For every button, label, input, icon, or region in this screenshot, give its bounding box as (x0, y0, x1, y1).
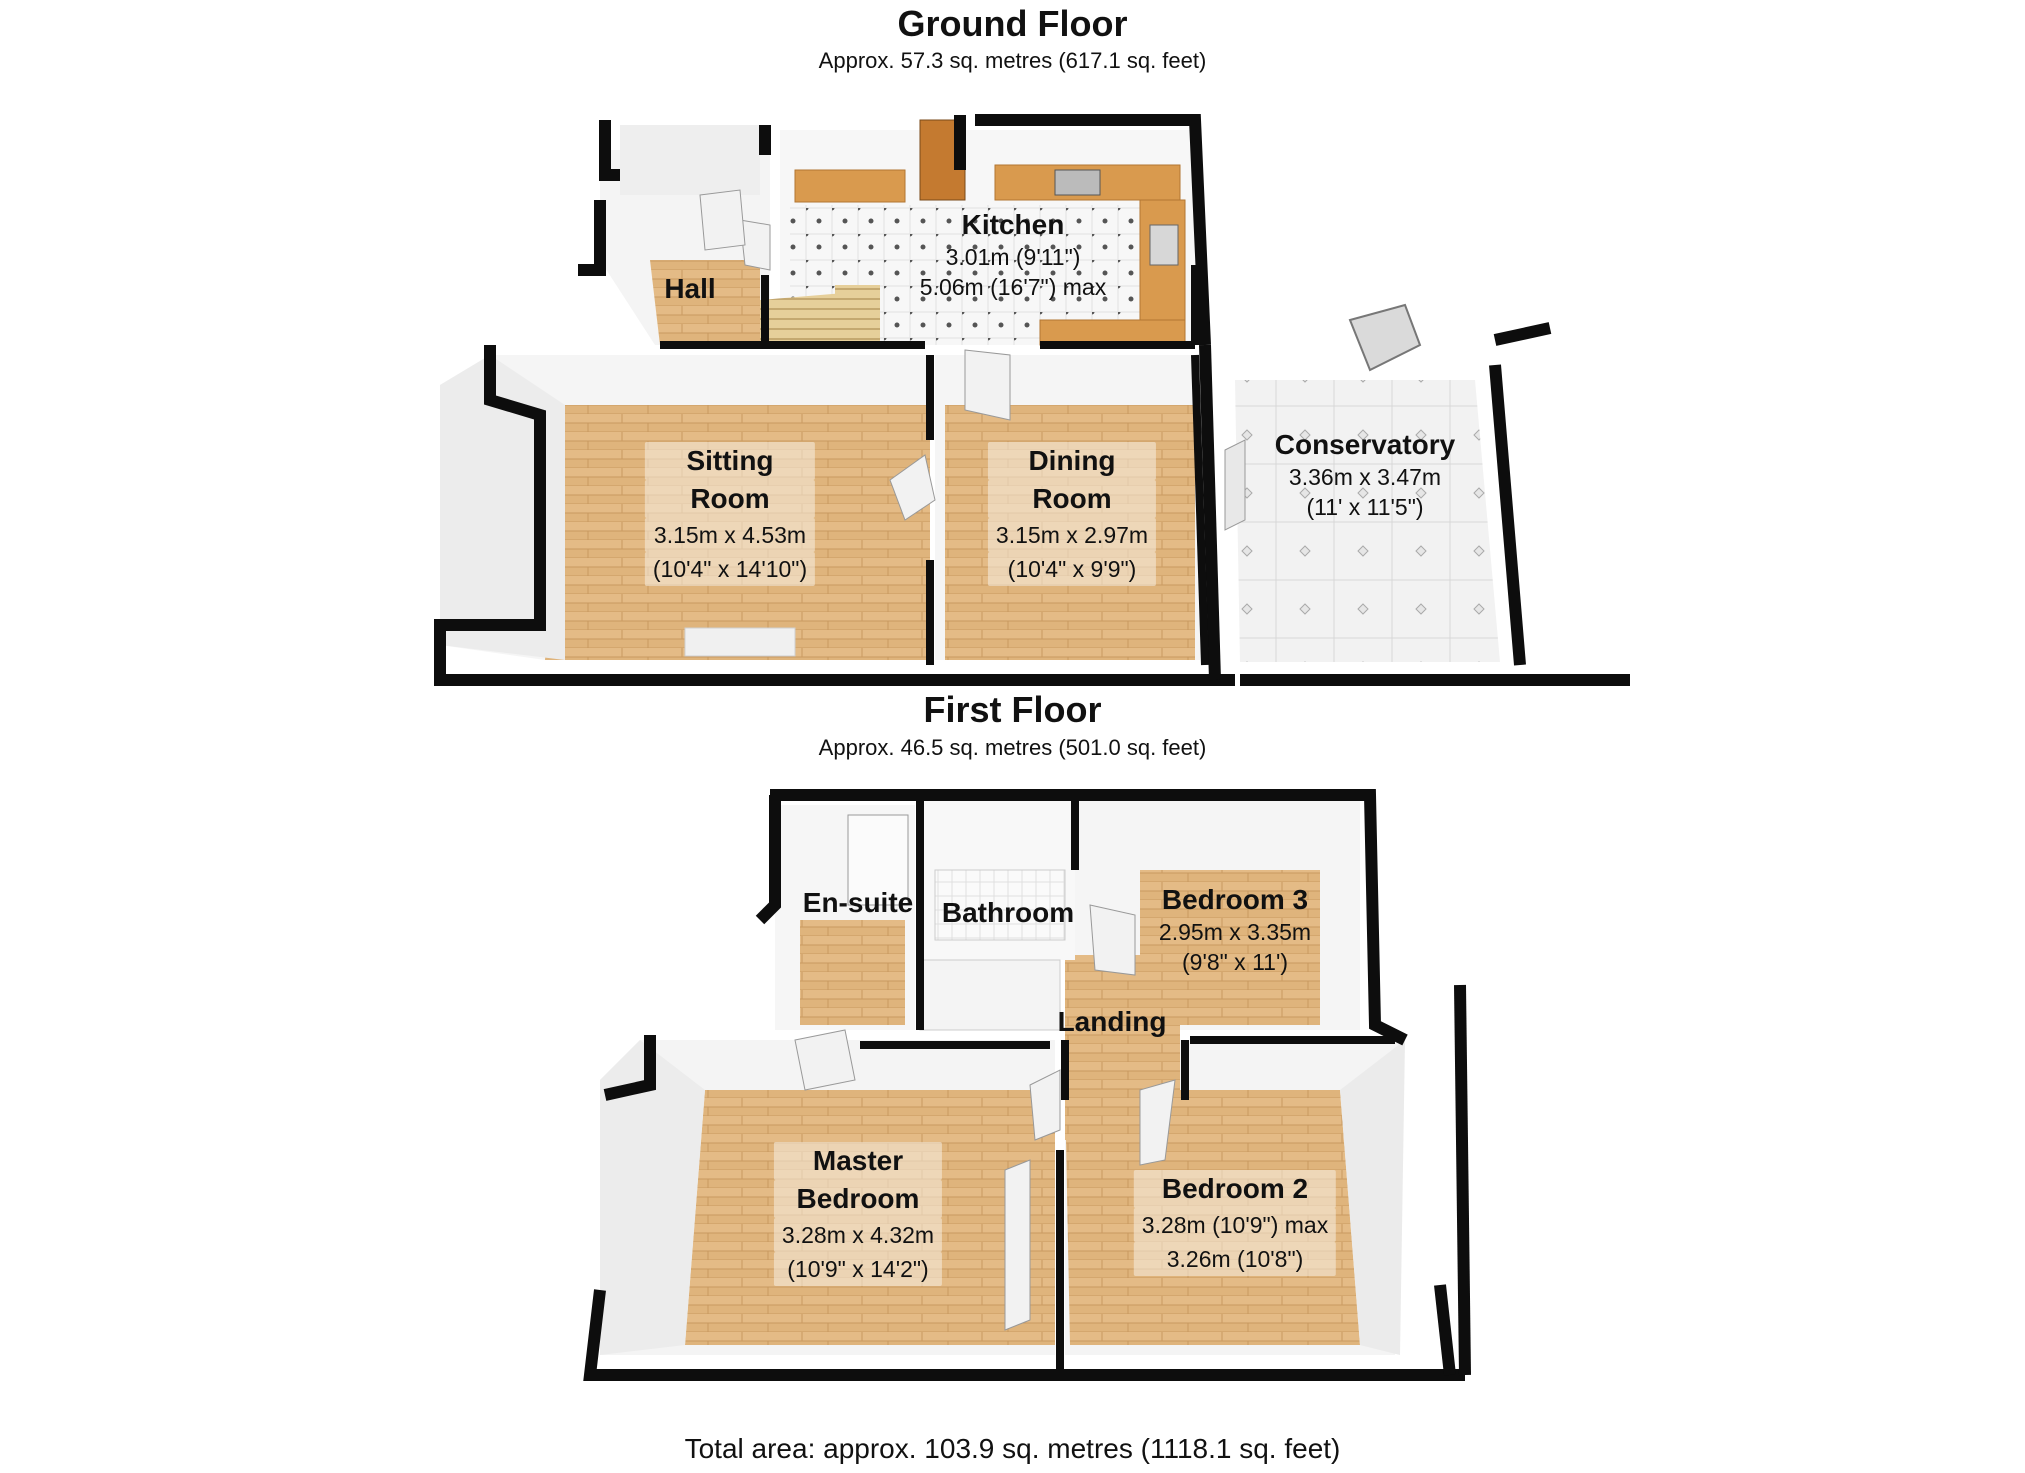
master-bedroom-name-1: Master (773, 1142, 943, 1180)
conservatory-label: Conservatory 3.36m x 3.47m (11' x 11'5") (1275, 428, 1456, 522)
landing-name: Landing (1057, 1006, 1167, 1037)
bedroom-3-dim-1: 2.95m x 3.35m (1158, 919, 1312, 945)
kitchen-name: Kitchen (961, 209, 1065, 240)
bedroom-3-dim-2: (9'8" x 11') (1181, 949, 1289, 975)
total-area: Total area: approx. 103.9 sq. metres (11… (684, 1433, 1341, 1464)
dining-room-name-2: Room (987, 480, 1157, 518)
bedroom-3-name: Bedroom 3 (1161, 884, 1309, 915)
first-floor-area: Approx. 46.5 sq. metres (501.0 sq. feet) (818, 735, 1207, 760)
master-bedroom-dim-1: 3.28m x 4.32m (773, 1218, 943, 1252)
dining-room-label: Dining Room 3.15m x 2.97m (10'4" x 9'9") (987, 442, 1157, 586)
sitting-room-dim-2: (10'4" x 14'10") (644, 552, 816, 586)
en-suite-label: En-suite (803, 886, 913, 920)
hall-label: Hall (664, 272, 715, 306)
master-bedroom-label: Master Bedroom 3.28m x 4.32m (10'9" x 14… (773, 1142, 943, 1286)
bathroom-area (919, 800, 1075, 1031)
bathroom-label: Bathroom (942, 896, 1074, 930)
kitchen-label: Kitchen 3.01m (9'11") 5.06m (16'7") max (920, 208, 1106, 302)
conservatory-dim-2: (11' x 11'5") (1306, 494, 1424, 520)
bedroom-2-name: Bedroom 2 (1133, 1170, 1337, 1208)
first-floor-title: First Floor (923, 689, 1102, 730)
conservatory-dim-1: 3.36m x 3.47m (1288, 464, 1442, 490)
dining-room-dim-2: (10'4" x 9'9") (987, 552, 1157, 586)
conservatory-name: Conservatory (1274, 429, 1456, 460)
bedroom-2-dim-1: 3.28m (10'9") max (1133, 1208, 1337, 1242)
ground-floor-plan (434, 114, 1630, 686)
first-floor-plan (583, 789, 1471, 1381)
dining-room-dim-1: 3.15m x 2.97m (987, 518, 1157, 552)
sitting-room-name-2: Room (644, 480, 816, 518)
bedroom-2-label: Bedroom 2 3.28m (10'9") max 3.26m (10'8"… (1133, 1170, 1337, 1276)
bedroom-2-dim-2: 3.26m (10'8") (1133, 1242, 1337, 1276)
hall-name: Hall (664, 273, 716, 304)
ground-floor-title: Ground Floor (897, 3, 1128, 44)
kitchen-dim-1: 3.01m (9'11") (945, 244, 1081, 270)
master-bedroom-name-2: Bedroom (773, 1180, 943, 1218)
ground-floor-doors (699, 189, 1246, 531)
sitting-room-label: Sitting Room 3.15m x 4.53m (10'4" x 14'1… (644, 442, 816, 586)
sitting-room-dim-1: 3.15m x 4.53m (644, 518, 816, 552)
bedroom-3-label: Bedroom 3 2.95m x 3.35m (9'8" x 11') (1159, 883, 1311, 977)
dining-room-name-1: Dining (987, 442, 1157, 480)
en-suite-area (775, 805, 915, 1030)
master-bedroom-dim-2: (10'9" x 14'2") (773, 1252, 943, 1286)
en-suite-name: En-suite (802, 887, 914, 918)
landing-label: Landing (1058, 1005, 1167, 1039)
first-floor-doors (794, 904, 1176, 1331)
ground-floor-area: Approx. 57.3 sq. metres (617.1 sq. feet) (818, 48, 1207, 73)
conservatory-area (1220, 303, 1550, 665)
sitting-room-name-1: Sitting (644, 442, 816, 480)
bathroom-name: Bathroom (941, 897, 1075, 928)
kitchen-dim-2: 5.06m (16'7") max (919, 274, 1107, 300)
